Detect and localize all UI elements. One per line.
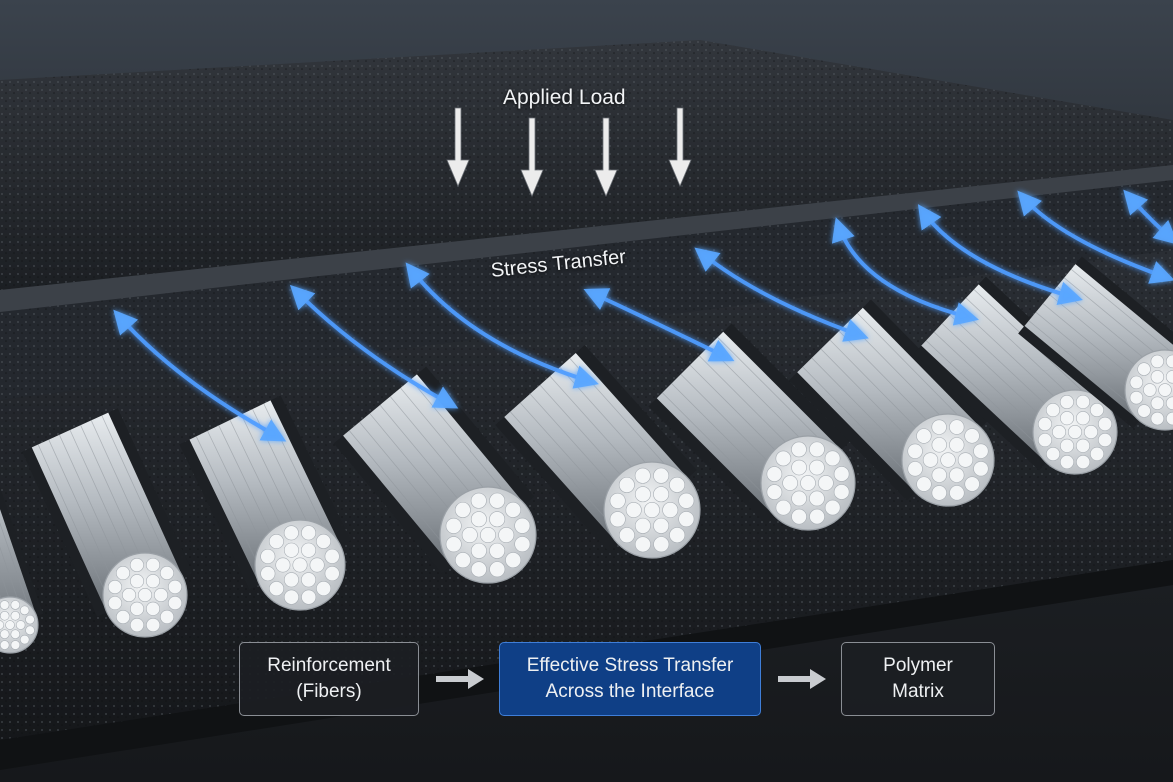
- double-arrow-icon: [583, 288, 735, 362]
- interface-box: Effective Stress Transfer Across the Int…: [499, 642, 761, 716]
- interface-line1: Effective Stress Transfer: [526, 655, 734, 676]
- reinforcement-line2: (Fibers): [296, 681, 362, 702]
- interface-line2: Across the Interface: [545, 681, 715, 702]
- arrow-down-icon: [520, 117, 544, 198]
- arrow-down-icon: [668, 107, 692, 188]
- double-arrow-icon: [694, 247, 869, 342]
- fiber-bundle: [179, 395, 351, 611]
- stress-arrows: [113, 189, 1173, 442]
- reinforcement-box: Reinforcement (Fibers): [239, 642, 419, 716]
- arrow-right-icon: [436, 669, 484, 689]
- double-arrow-icon: [917, 204, 1083, 305]
- arrow-down-icon: [446, 107, 470, 188]
- double-arrow-icon: [831, 217, 979, 326]
- fiber-bundle: [22, 408, 193, 638]
- fiber-bundle: [648, 323, 856, 531]
- arrow-right-icon: [778, 669, 826, 689]
- fiber-bundle: [0, 487, 44, 654]
- fiber-bundle: [333, 366, 537, 584]
- reinforcement-line1: Reinforcement: [267, 655, 391, 676]
- matrix-line1: Polymer: [883, 655, 953, 676]
- applied-load-arrows: [446, 107, 692, 198]
- double-arrow-icon: [1123, 189, 1173, 245]
- matrix-box: Polymer Matrix: [841, 642, 995, 716]
- matrix-line2: Matrix: [892, 681, 944, 702]
- double-arrow-icon: [289, 284, 459, 409]
- double-arrow-icon: [1017, 190, 1173, 284]
- fiber-bundle: [789, 299, 995, 507]
- top-plate-edge: [0, 165, 1173, 312]
- applied-load-label: Applied Load: [503, 86, 626, 109]
- double-arrow-icon: [405, 262, 599, 389]
- double-arrow-icon: [113, 309, 287, 442]
- arrow-down-icon: [594, 117, 618, 198]
